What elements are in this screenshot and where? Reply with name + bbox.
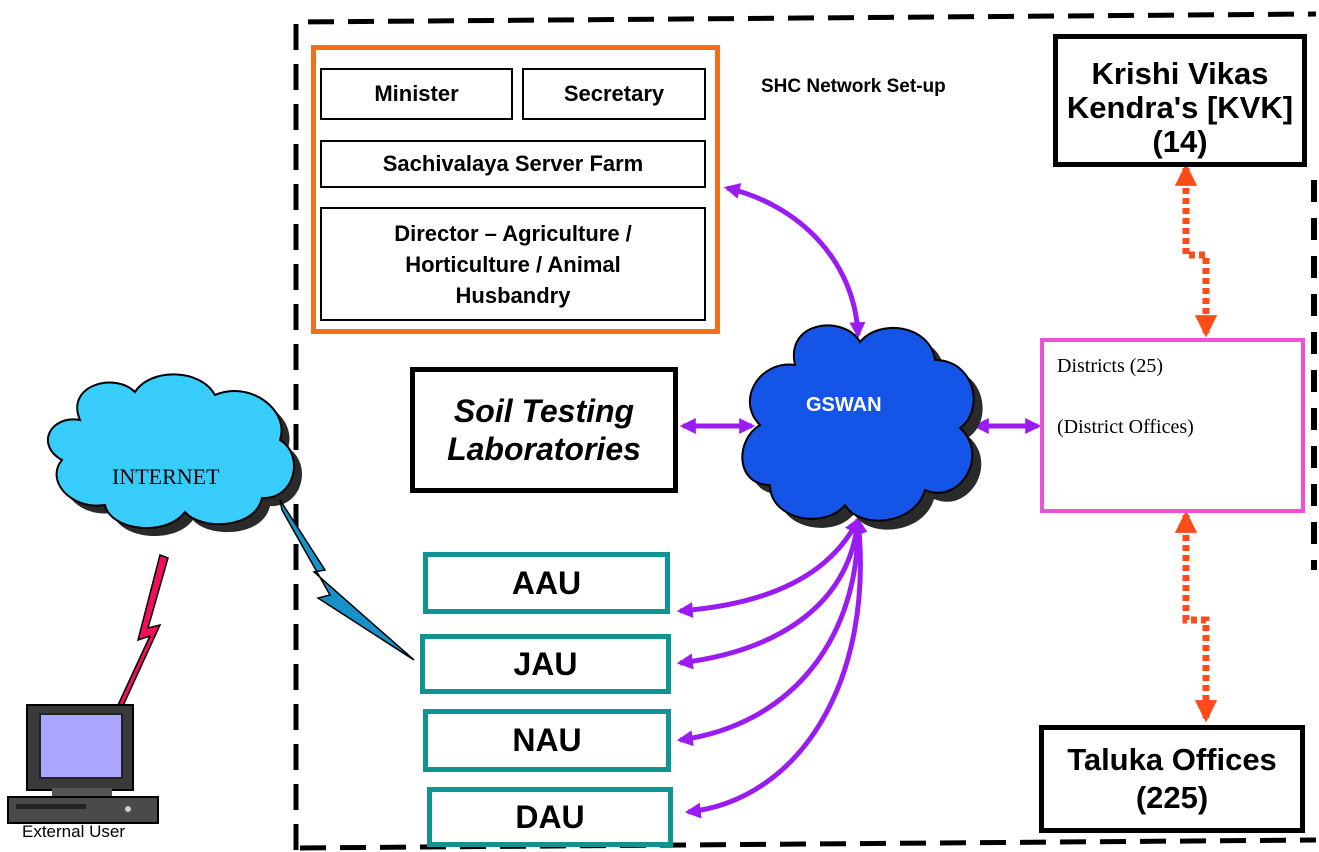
university-jau-box: JAU (420, 634, 671, 694)
ministry-group (311, 45, 720, 334)
secretary-box: Secretary (522, 68, 706, 120)
arrow-kvk-districts (1174, 163, 1218, 338)
district-offices-label: (District Offices) (1057, 416, 1194, 438)
server-farm-box: Sachivalaya Server Farm (320, 140, 706, 188)
university-jau-label: JAU (513, 645, 578, 682)
kvk-box: Krishi Vikas Kendra's [KVK] (14) (1053, 34, 1307, 167)
internet-cloud-icon (47, 373, 302, 537)
arrow-districts-taluka (1174, 510, 1218, 723)
gswan-label: GSWAN (806, 394, 882, 416)
university-dau-label: DAU (515, 798, 585, 835)
districts-label: Districts (25) (1057, 355, 1164, 377)
internet-label: INTERNET (112, 464, 220, 489)
lightning-pink-icon (117, 554, 169, 710)
university-aau-box: AAU (423, 552, 670, 614)
secretary-label: Secretary (563, 81, 665, 106)
arrow-ministry-gswan (723, 183, 866, 339)
minister-box: Minister (320, 68, 513, 120)
kvk-label: Krishi Vikas Kendra's [KVK] (14) (1066, 56, 1294, 159)
computer-icon (7, 704, 159, 824)
university-aau-label: AAU (511, 564, 582, 601)
university-nau-label: NAU (512, 722, 582, 758)
arrow-gswan-aau (676, 517, 861, 618)
external-user-label: External User (22, 822, 125, 841)
minister-label: Minister (374, 81, 459, 106)
districts-box (1040, 338, 1305, 513)
director-box: Director – Agriculture / Horticulture / … (320, 207, 706, 321)
taluka-label: Taluka Offices (225) (1067, 742, 1277, 815)
arrow-gswan-dau (684, 516, 868, 819)
director-label: Director – Agriculture / Horticulture / … (394, 220, 632, 308)
university-nau-box: NAU (423, 709, 671, 772)
lightning-blue-icon (279, 499, 415, 661)
gswan-cloud-icon (741, 324, 983, 530)
university-dau-box: DAU (427, 787, 673, 847)
server-farm-label: Sachivalaya Server Farm (382, 151, 644, 176)
soil-labs-box: Soil Testing Laboratories (410, 367, 678, 493)
taluka-box: Taluka Offices (225) (1039, 725, 1305, 833)
diagram-title: SHC Network Set-up (761, 76, 946, 97)
soil-labs-label: Soil Testing Laboratories (447, 393, 641, 467)
